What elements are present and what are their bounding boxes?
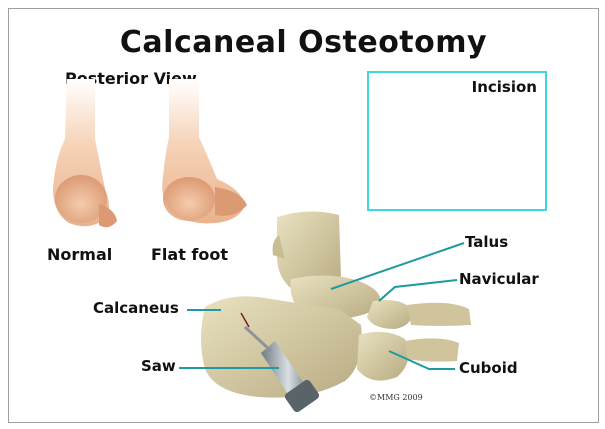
normal-foot-image bbox=[53, 79, 117, 227]
copyright-text: ©MMG 2009 bbox=[369, 393, 423, 402]
talus-label: Talus bbox=[465, 233, 508, 251]
incision-label: Incision bbox=[472, 78, 537, 96]
diagram-frame: Calcaneal Osteotomy Posterior View bbox=[8, 8, 599, 423]
cuboid-label: Cuboid bbox=[459, 359, 518, 377]
incision-inset: Incision bbox=[367, 71, 547, 211]
normal-label: Normal bbox=[47, 245, 112, 264]
navicular-leader bbox=[379, 280, 457, 301]
bone-illustration bbox=[201, 211, 471, 413]
saw-label: Saw bbox=[141, 357, 176, 375]
flat-foot-label: Flat foot bbox=[151, 245, 228, 264]
flat-foot-image bbox=[162, 79, 247, 223]
calcaneus-label: Calcaneus bbox=[93, 299, 179, 317]
navicular-label: Navicular bbox=[459, 270, 539, 288]
